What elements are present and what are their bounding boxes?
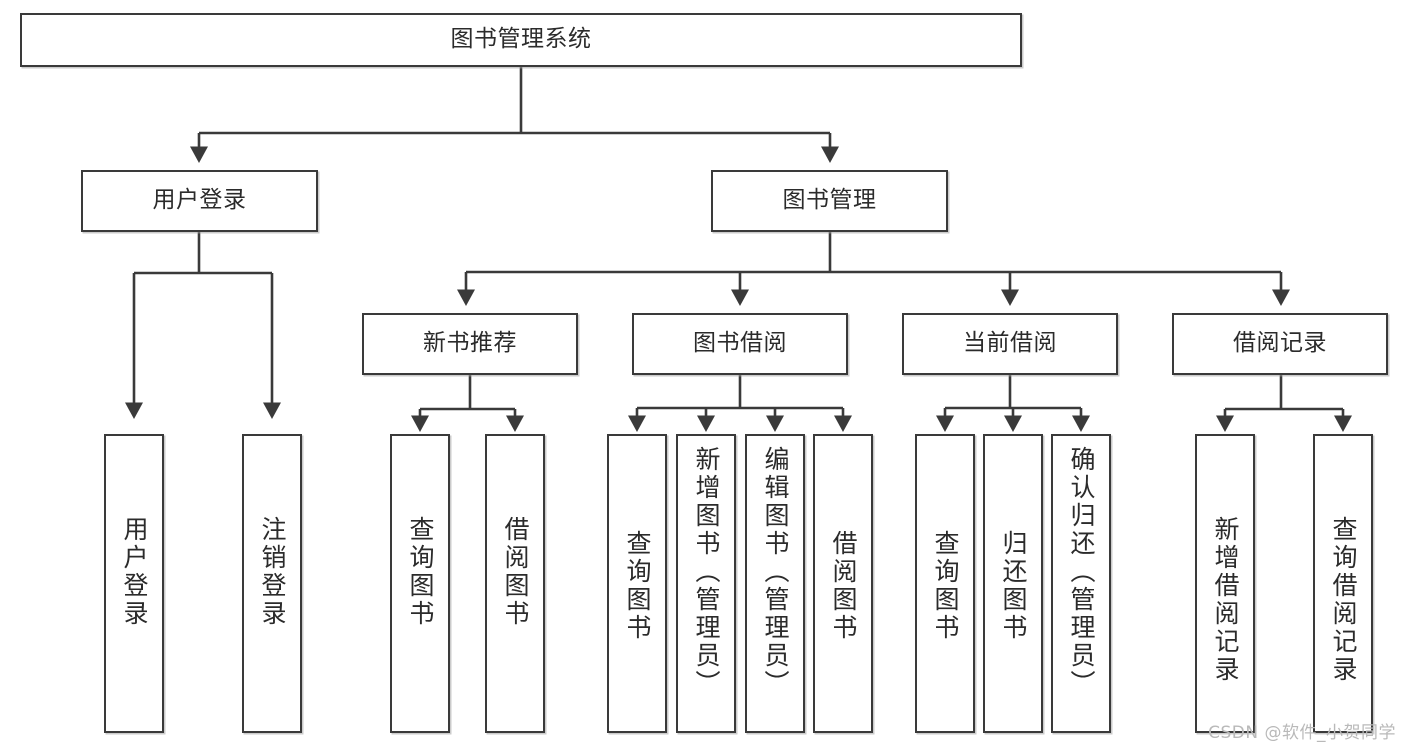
node-root[interactable]: 图书管理系统 [20, 13, 1022, 67]
node-leaf-query-book-3[interactable]: 查询图书 [915, 434, 975, 733]
node-leaf-borrow-book-2-label: 借阅图书 [829, 530, 858, 642]
node-leaf-user-login[interactable]: 用户登录 [104, 434, 164, 733]
node-leaf-query-record[interactable]: 查询借阅记录 [1313, 434, 1373, 733]
node-leaf-query-record-label: 查询借阅记录 [1329, 516, 1358, 684]
node-leaf-logout-login[interactable]: 注销登录 [242, 434, 302, 733]
node-leaf-return-book-label: 归还图书 [999, 530, 1028, 642]
node-user-login[interactable]: 用户登录 [81, 170, 318, 232]
node-leaf-borrow-book-1[interactable]: 借阅图书 [485, 434, 545, 733]
node-borrow-record-label: 借阅记录 [1233, 330, 1327, 357]
node-book-manage[interactable]: 图书管理 [711, 170, 948, 232]
node-leaf-borrow-book-1-label: 借阅图书 [501, 516, 530, 628]
node-leaf-add-book[interactable]: 新增图书（管理员） [676, 434, 736, 733]
node-user-login-label: 用户登录 [152, 187, 247, 214]
watermark: CSDN @软件_小贺同学 [1208, 723, 1396, 743]
node-leaf-add-record[interactable]: 新增借阅记录 [1195, 434, 1255, 733]
node-leaf-user-login-label: 用户登录 [120, 516, 149, 628]
node-leaf-add-record-label: 新增借阅记录 [1211, 516, 1240, 684]
node-new-book-recommend-label: 新书推荐 [423, 330, 517, 357]
node-leaf-query-book-1-label: 查询图书 [406, 516, 435, 628]
node-leaf-query-book-3-label: 查询图书 [931, 530, 960, 642]
node-book-borrow[interactable]: 图书借阅 [632, 313, 848, 375]
node-current-borrow-label: 当前借阅 [963, 330, 1057, 357]
node-book-borrow-label: 图书借阅 [693, 330, 787, 357]
node-leaf-logout-login-label: 注销登录 [258, 516, 287, 628]
node-leaf-borrow-book-2[interactable]: 借阅图书 [813, 434, 873, 733]
node-root-label: 图书管理系统 [450, 26, 592, 53]
node-borrow-record[interactable]: 借阅记录 [1172, 313, 1388, 375]
node-leaf-query-book-2[interactable]: 查询图书 [607, 434, 667, 733]
node-leaf-query-book-1[interactable]: 查询图书 [390, 434, 450, 733]
node-book-manage-label: 图书管理 [782, 187, 877, 214]
node-leaf-confirm-return[interactable]: 确认归还（管理员） [1051, 434, 1111, 733]
node-leaf-add-book-label: 新增图书（管理员） [692, 446, 721, 698]
node-leaf-return-book[interactable]: 归还图书 [983, 434, 1043, 733]
node-leaf-query-book-2-label: 查询图书 [623, 530, 652, 642]
node-current-borrow[interactable]: 当前借阅 [902, 313, 1118, 375]
node-new-book-recommend[interactable]: 新书推荐 [362, 313, 578, 375]
node-leaf-edit-book-label: 编辑图书（管理员） [761, 446, 790, 698]
node-leaf-confirm-return-label: 确认归还（管理员） [1067, 446, 1096, 698]
node-leaf-edit-book[interactable]: 编辑图书（管理员） [745, 434, 805, 733]
